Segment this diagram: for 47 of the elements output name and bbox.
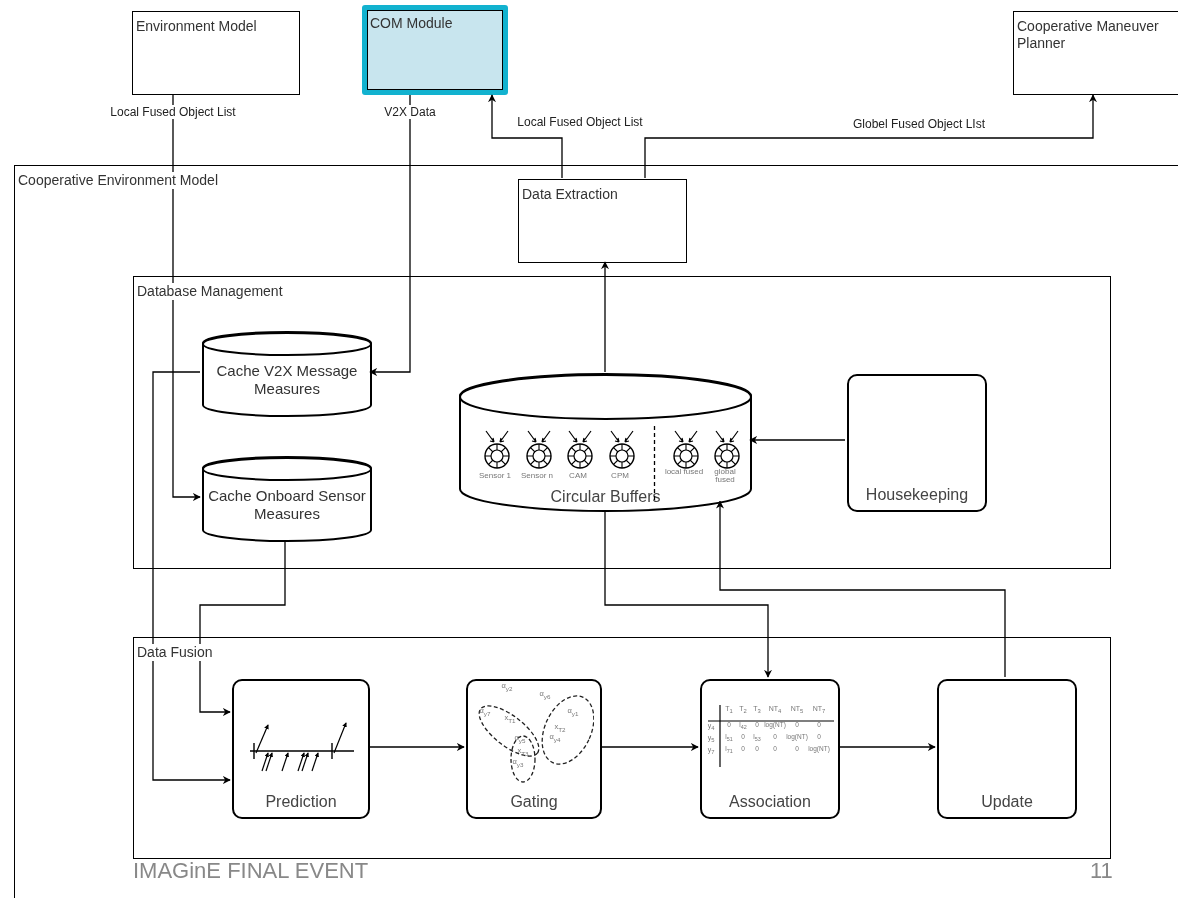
edge-label: Local Fused Object List [515, 115, 645, 129]
node-label: Database Management [137, 283, 285, 300]
node-label: Update [980, 791, 1034, 811]
process-box [937, 679, 1077, 819]
arrow [172, 94, 201, 501]
arrow [152, 371, 231, 784]
arrow [601, 261, 609, 373]
container-frame [133, 637, 1111, 859]
edge-label: V2X Data [382, 105, 438, 119]
node-label: Prediction [264, 791, 338, 811]
container-frame [14, 165, 1178, 898]
database-cylinder [202, 457, 372, 542]
node-label: Circular Buffers [549, 486, 662, 506]
footer-text: IMAGinE FINAL EVENT [133, 860, 369, 882]
node-label: Housekeeping [864, 484, 970, 504]
arrow [644, 94, 1097, 179]
database-cylinder [202, 332, 372, 417]
edge-label: Local Fused Object List [108, 105, 238, 119]
module-box [1013, 11, 1178, 95]
node-label: Cooperative Maneuver Planner [1017, 18, 1160, 52]
container-frame [133, 276, 1111, 569]
node-label: Cache Onboard Sensor Measures [207, 487, 367, 523]
arrow [488, 94, 563, 179]
process-box [847, 374, 987, 512]
buffer-label: CAM [568, 472, 588, 480]
buffer-label: Sensor n [520, 472, 554, 480]
node-label: Data Extraction [522, 186, 618, 203]
page-number: 11 [1090, 860, 1113, 882]
database-cylinder [459, 374, 752, 512]
edge-label: Globel Fused Object LIst [850, 117, 988, 131]
buffer-label: CPM [610, 472, 630, 480]
node-label: COM Module [370, 15, 453, 32]
node-label: Data Fusion [137, 644, 215, 661]
process-box [700, 679, 840, 819]
process-box [466, 679, 602, 819]
node-label: Association [728, 791, 812, 811]
node-label: Environment Model [136, 18, 257, 35]
buffer-label: Sensor 1 [478, 472, 512, 480]
buffer-label: local fused [664, 468, 704, 476]
node-label: Cooperative Environment Model [18, 172, 220, 189]
module-box [132, 11, 300, 95]
node-label: Cache V2X Message Measures [215, 362, 359, 398]
node-label: Gating [509, 791, 559, 811]
buffer-label: global fused [713, 468, 737, 484]
process-box [232, 679, 370, 819]
module-box [362, 5, 508, 95]
module-box [518, 179, 687, 263]
